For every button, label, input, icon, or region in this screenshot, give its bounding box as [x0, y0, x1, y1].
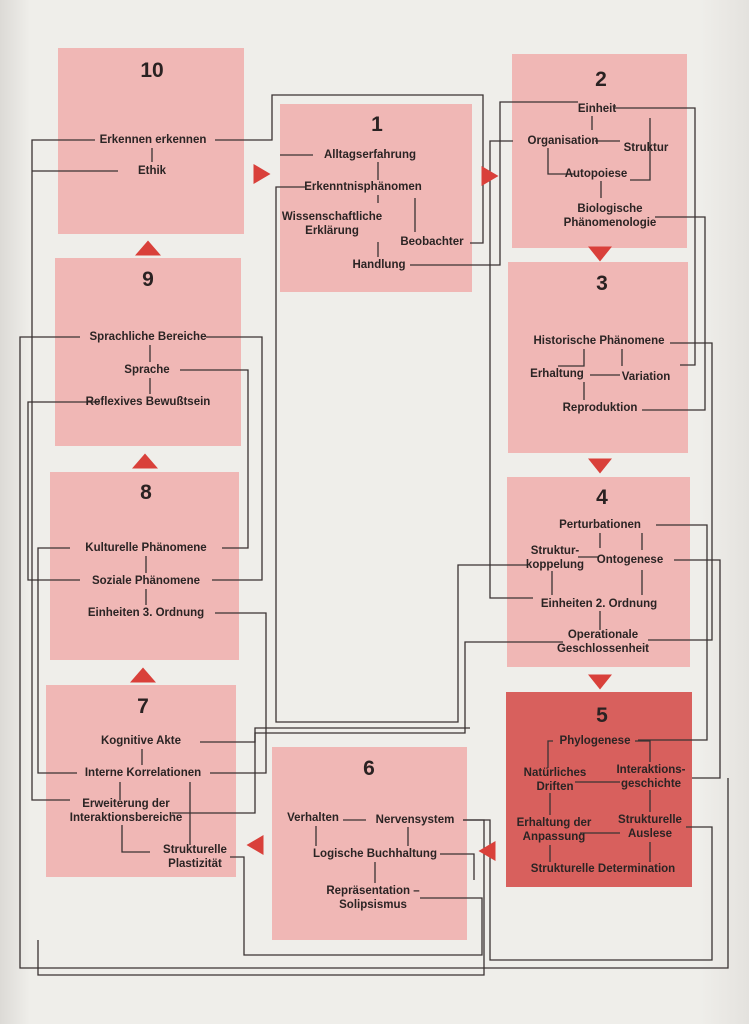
- box-3: [508, 262, 688, 453]
- box-9: [55, 258, 241, 446]
- concept-label: Operationale Geschlossenheit: [556, 629, 650, 655]
- arrow-right-icon: [253, 164, 271, 184]
- connector-line: [215, 94, 484, 244]
- concept-label: Repräsentation – Solipsismus: [326, 885, 420, 911]
- concept-label: Struktur- koppelung: [525, 545, 585, 571]
- concept-label: Einheiten 3. Ordnung: [87, 607, 205, 619]
- connector-line: [613, 107, 696, 366]
- box-6: [272, 747, 467, 940]
- connector-line: [638, 524, 708, 741]
- box-number: 6: [363, 757, 375, 780]
- connector-line: [275, 186, 528, 723]
- concept-label: Alltagserfahrung: [323, 149, 417, 161]
- arrow-right-icon: [481, 166, 499, 186]
- arrow-down-icon: [588, 246, 612, 262]
- concept-label: Handlung: [352, 259, 406, 271]
- box-2: [512, 54, 687, 248]
- concept-label: Erkennen erkennen: [99, 134, 207, 146]
- concept-label: Nervensystem: [375, 814, 455, 826]
- box-number: 4: [596, 486, 608, 509]
- concept-label: Erkenntnisphänomen: [304, 181, 422, 193]
- connector-line: [206, 336, 263, 581]
- concept-label: Natürliches Driften: [523, 767, 587, 793]
- connector-line: [410, 101, 578, 266]
- concept-label: Historische Phänomene: [533, 335, 665, 347]
- concept-label: Organisation: [527, 135, 599, 147]
- concept-label: Erhaltung: [530, 368, 584, 380]
- box-1: [280, 104, 472, 292]
- concept-label: Autopoiese: [564, 168, 628, 180]
- connector-line: [463, 819, 713, 961]
- concept-label: Biologische Phänomenologie: [563, 203, 657, 229]
- connector-line: [200, 641, 563, 743]
- connector-line: [489, 140, 533, 599]
- concept-label: Reflexives Bewußtsein: [85, 396, 211, 408]
- box-4: [507, 477, 690, 667]
- concept-label: Struktur: [623, 142, 669, 154]
- connector-line: [172, 727, 470, 814]
- arrow-up-icon: [132, 453, 158, 469]
- internal-connectors: [119, 116, 651, 883]
- concept-label: Reproduktion: [562, 402, 638, 414]
- box-number: 10: [140, 59, 164, 82]
- connector-line: [642, 216, 706, 411]
- box-number: 2: [595, 68, 607, 91]
- concept-label: Phylogenese: [559, 735, 631, 747]
- concept-label: Ethik: [137, 165, 167, 177]
- box-5: [506, 692, 692, 887]
- box-number: 5: [596, 704, 608, 727]
- concept-label: Sprachliche Bereiche: [89, 331, 207, 343]
- concept-label: Kognitive Akte: [100, 735, 182, 747]
- connector-line: [31, 139, 95, 801]
- connector-line: [648, 342, 713, 641]
- concept-label: Verhalten: [287, 812, 339, 824]
- arrow-down-icon: [588, 458, 612, 474]
- concept-label: Soziale Phänomene: [91, 575, 201, 587]
- box-7: [46, 685, 236, 877]
- concept-label: Strukturelle Plastizität: [163, 844, 227, 870]
- concept-label: Logische Buchhaltung: [313, 848, 437, 860]
- concept-label: Einheit: [577, 103, 617, 115]
- box-10: [58, 48, 244, 234]
- connector-line: [37, 819, 485, 976]
- concept-label: Strukturelle Determination: [530, 863, 676, 875]
- connector-line: [37, 547, 77, 774]
- concept-label: Interne Korrelationen: [84, 767, 202, 779]
- concept-label: Kulturelle Phänomene: [85, 542, 207, 554]
- concept-label: Sprache: [124, 364, 170, 376]
- concept-label: Einheiten 2. Ordnung: [540, 598, 658, 610]
- concept-label: Erweiterung der Interaktionsbereiche: [69, 798, 183, 824]
- arrow-left-icon: [246, 835, 264, 855]
- box-number: 7: [137, 695, 149, 718]
- connector-line: [440, 853, 475, 880]
- box-number: 8: [140, 481, 152, 504]
- concept-label: Ontogenese: [596, 554, 664, 566]
- concept-label: Wissenschaftliche Erklärung: [281, 211, 383, 237]
- concept-label: Beobachter: [400, 236, 464, 248]
- concept-label: Interaktions- geschichte: [616, 764, 686, 790]
- connector-line: [230, 856, 483, 956]
- box-8: [50, 472, 239, 660]
- box-number: 1: [371, 113, 383, 136]
- arrow-up-icon: [135, 240, 161, 256]
- arrow-up-icon: [130, 667, 156, 683]
- concept-label: Erhaltung der Anpassung: [516, 817, 592, 843]
- arrow-left-icon: [478, 841, 496, 861]
- connector-line: [27, 401, 100, 581]
- box-number: 3: [596, 272, 608, 295]
- concept-label: Variation: [621, 371, 671, 383]
- concept-label: Strukturelle Auslese: [618, 814, 682, 840]
- arrow-down-icon: [588, 674, 612, 690]
- connector-line: [674, 559, 721, 779]
- connector-line: [19, 336, 729, 969]
- connector-line: [180, 369, 249, 549]
- concept-label: Perturbationen: [559, 519, 641, 531]
- box-number: 9: [142, 268, 154, 291]
- connector-line: [210, 612, 267, 774]
